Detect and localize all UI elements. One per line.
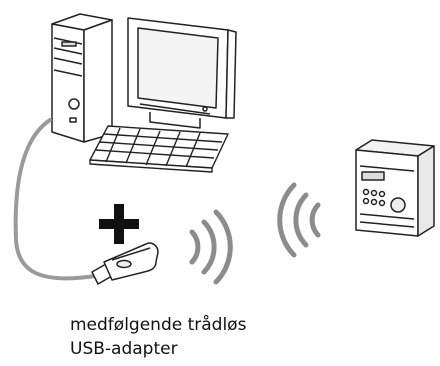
wireless-signal-icon-left xyxy=(189,209,233,285)
plus-icon xyxy=(99,204,139,244)
wireless-usb-adapter-icon xyxy=(91,242,159,285)
caption-line-1: medfølgende trådløs xyxy=(70,315,247,335)
micro-hifi-system-icon xyxy=(355,139,435,237)
usb-cable xyxy=(13,118,97,281)
usb-adapter-caption: medfølgende trådløs USB-adapter xyxy=(70,313,330,361)
keyboard-icon xyxy=(89,125,229,173)
caption-line-2: USB-adapter xyxy=(70,339,178,359)
wireless-signal-icon-right xyxy=(277,182,321,258)
pc-tower-icon xyxy=(51,13,113,143)
monitor-icon xyxy=(127,17,237,129)
